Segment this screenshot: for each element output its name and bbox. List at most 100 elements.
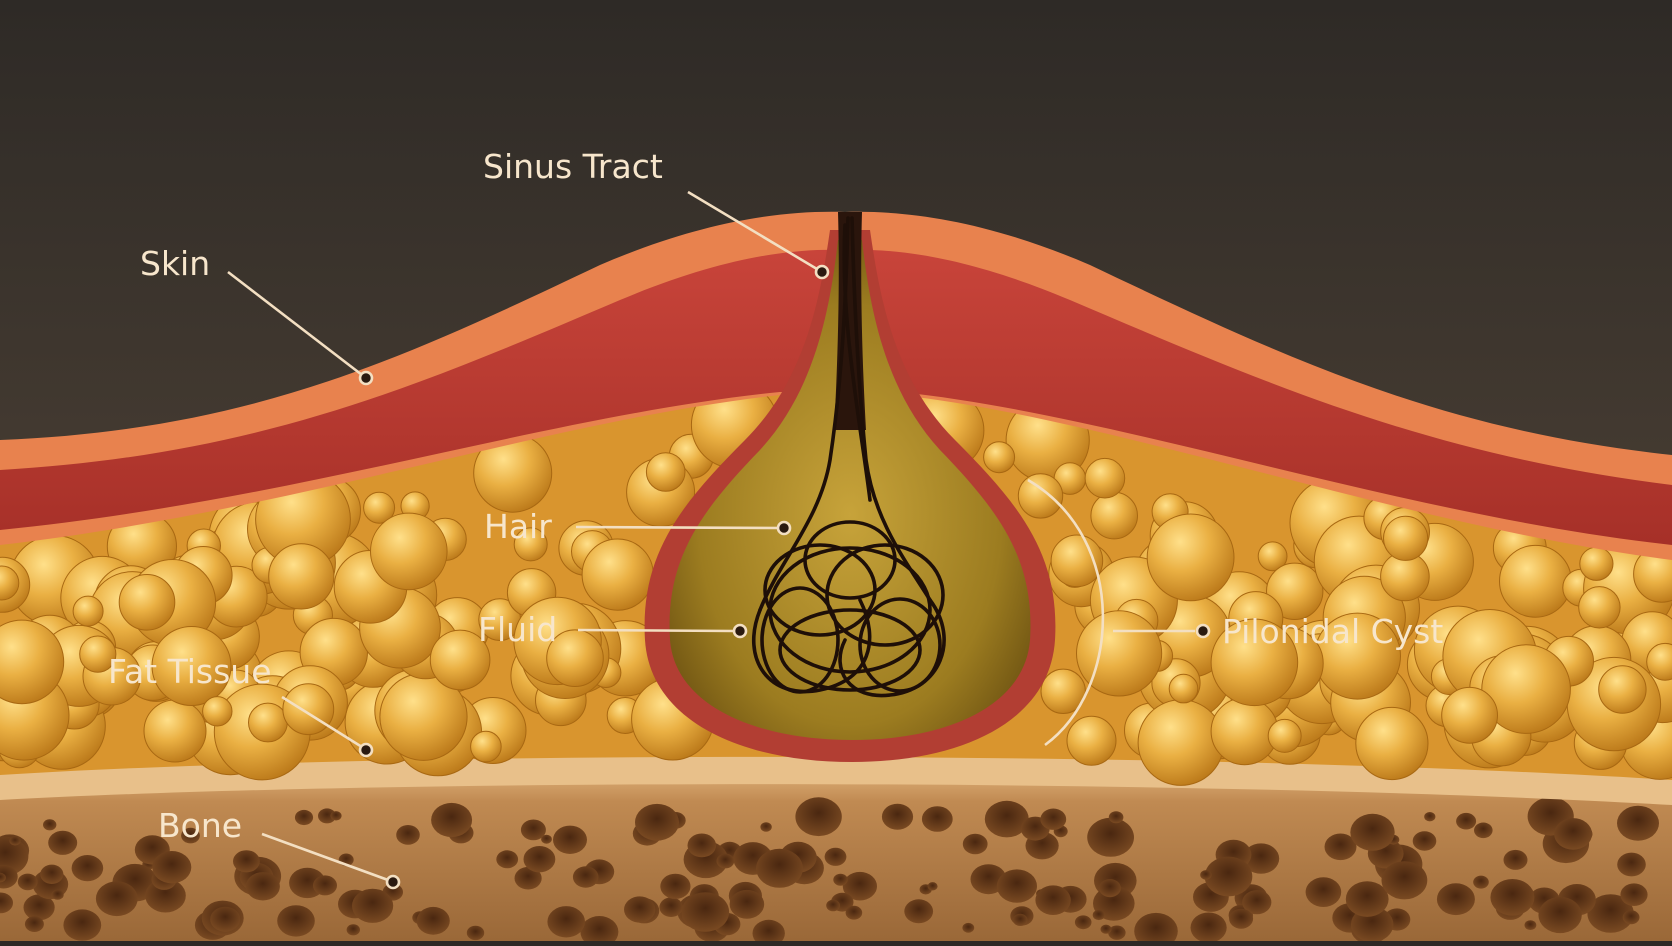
bone-pore xyxy=(524,846,556,872)
bone-pore xyxy=(635,804,679,841)
fluid-leader xyxy=(578,630,734,631)
bone-pore xyxy=(846,906,863,920)
bone-label: Bone xyxy=(158,806,242,845)
fat-globule xyxy=(269,544,334,609)
bone-pore xyxy=(40,865,63,884)
bone-pore xyxy=(730,890,765,919)
bone-pore xyxy=(277,905,315,936)
fat-globule xyxy=(203,697,232,726)
skin-dot xyxy=(360,372,372,384)
fat-tissue-label: Fat Tissue xyxy=(108,652,272,691)
fat-globule xyxy=(1356,707,1428,779)
bone-pore xyxy=(313,875,337,895)
pilonidal-cyst-label: Pilonidal Cyst xyxy=(1222,612,1443,651)
bone-pore xyxy=(96,881,138,916)
bone-pore xyxy=(152,851,191,883)
fat-globule xyxy=(1442,687,1498,743)
fat-globule xyxy=(582,539,653,610)
bone-pore xyxy=(9,836,20,845)
fat-globule xyxy=(283,684,334,735)
bone-pore xyxy=(352,889,393,923)
skin-label: Skin xyxy=(140,244,210,283)
bone-pore xyxy=(1205,857,1253,897)
bone-pore xyxy=(1040,809,1066,830)
bone-pore xyxy=(1035,885,1070,915)
bone-pore xyxy=(660,874,690,899)
bone-pore xyxy=(717,854,735,869)
bone-pore xyxy=(1013,914,1028,926)
bone-pore xyxy=(1075,915,1092,929)
bone-pore xyxy=(1617,806,1659,841)
fluid-dot xyxy=(734,625,746,637)
hair-leader xyxy=(576,527,784,528)
bone-pore xyxy=(1200,870,1211,880)
bone-pore xyxy=(1099,879,1121,897)
bone-pore xyxy=(18,874,38,891)
bone-pore xyxy=(997,869,1037,902)
fat-globule xyxy=(144,700,206,762)
hair-label: Hair xyxy=(484,507,552,546)
bone-pore xyxy=(682,892,730,932)
bone-pore xyxy=(882,804,913,830)
bone-pore xyxy=(688,834,717,858)
bone-pore xyxy=(210,907,240,932)
bone-pore xyxy=(904,899,933,923)
sinus-tract-dot xyxy=(816,266,828,278)
fat-globule xyxy=(1018,474,1062,518)
bone-pore xyxy=(63,909,101,940)
bone-pore xyxy=(496,850,518,868)
bone-dot xyxy=(387,876,399,888)
fat-globule xyxy=(1091,492,1138,539)
bone-pore xyxy=(48,831,77,855)
bone-pore xyxy=(1617,853,1646,877)
fat-globule xyxy=(646,453,685,492)
fat-globule xyxy=(1211,698,1278,765)
bone-pore xyxy=(431,803,472,837)
bone-pore xyxy=(795,797,841,836)
bone-pore xyxy=(756,849,803,888)
fat-globule xyxy=(1384,516,1428,560)
fat-globule xyxy=(984,442,1015,473)
bone-pore xyxy=(1306,877,1342,907)
bone-pore xyxy=(1229,909,1253,929)
bone-pore xyxy=(396,825,420,845)
fat-globule xyxy=(371,513,448,590)
bone-pore xyxy=(1382,861,1428,899)
fat-globule xyxy=(249,703,288,742)
bone-pore xyxy=(833,874,847,886)
bone-pore xyxy=(928,882,938,890)
fat-tissue-dot xyxy=(360,744,372,756)
fat-globule xyxy=(1268,719,1301,752)
bone-pore xyxy=(347,924,360,935)
bone-pore xyxy=(1538,897,1581,933)
bone-pore xyxy=(1350,814,1394,851)
bone-pore xyxy=(1093,910,1105,920)
fat-globule xyxy=(73,596,103,626)
bone-pore xyxy=(417,907,450,935)
bone-pore xyxy=(246,872,280,900)
bone-pore xyxy=(330,811,341,820)
fat-globule xyxy=(1579,587,1620,628)
fat-globule xyxy=(471,731,502,762)
bone-pore xyxy=(1109,811,1124,823)
bone-pore xyxy=(233,850,260,872)
bone-pore xyxy=(521,820,546,841)
fat-globule xyxy=(1067,716,1116,765)
bone-pore xyxy=(1490,879,1534,916)
bone-pore xyxy=(1473,876,1489,889)
bone-pore xyxy=(52,890,64,900)
fat-globule xyxy=(1085,458,1125,498)
bone-pore xyxy=(962,923,974,933)
fat-globule xyxy=(1599,666,1646,713)
bone-pore xyxy=(72,855,104,881)
bone-pore xyxy=(659,897,682,917)
bone-pore xyxy=(760,822,771,831)
bone-pore xyxy=(1623,910,1640,924)
bone-pore xyxy=(1413,831,1437,851)
bone-pore xyxy=(1474,823,1493,839)
fat-globule xyxy=(1147,514,1234,601)
bone-pore xyxy=(1346,881,1389,917)
bone-pore xyxy=(624,896,655,922)
